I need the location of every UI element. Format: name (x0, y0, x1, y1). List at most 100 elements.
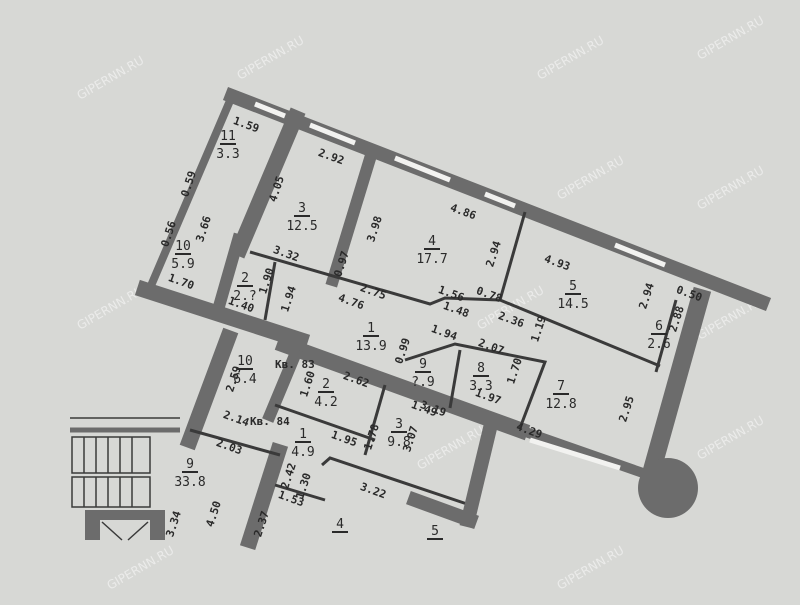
room-area: 12.5 (286, 219, 317, 234)
watermark-text: GIPERNN.RU (105, 543, 177, 593)
wall-8-9 (404, 342, 548, 429)
dimension-label: 4.86 (449, 201, 479, 222)
wall-2-3 (363, 384, 387, 456)
walls (70, 86, 772, 551)
staircase (70, 417, 180, 541)
outer-wall-bottom-right (513, 423, 647, 479)
dimension-label: 1.48 (442, 299, 471, 320)
room-label: 712.8 (545, 379, 576, 412)
room-label: 14.9 (291, 427, 314, 460)
room-number: 10 (237, 354, 253, 369)
room-labels: 113.3105.9312.5417.7514.522.?113.962.69?… (171, 129, 671, 540)
room-label: 5 (427, 524, 443, 540)
dimension-label: 3.07 (400, 424, 421, 453)
dimension-label: 0.99 (392, 336, 413, 365)
room-number: 3 (395, 417, 403, 432)
room-number: 3 (298, 201, 306, 216)
room-label: 83.3 (469, 361, 492, 394)
room-area: 17.7 (416, 252, 447, 267)
wall-3-bottom (406, 491, 479, 529)
dimension-label: 2.03 (215, 436, 244, 457)
wall-2 (263, 261, 277, 321)
watermark-text: GIPERNN.RU (535, 33, 607, 83)
dimension-label: 0.97 (331, 249, 352, 278)
dimension-label: 2.07 (477, 336, 506, 357)
room-number: 6 (655, 319, 663, 334)
room-area: 9.8 (387, 435, 410, 450)
window (529, 437, 621, 471)
outer-wall-left (144, 90, 238, 294)
room-area: 3.3 (469, 379, 492, 394)
watermark-text: GIPERNN.RU (695, 413, 767, 463)
room-area: 12.8 (545, 397, 576, 412)
room-label: 106.4 (233, 354, 257, 387)
apartment-label: Кв. 84 (250, 415, 290, 428)
watermark-text: GIPERNN.RU (75, 283, 147, 333)
room-area: 4.9 (291, 445, 314, 460)
room-label: 24.2 (314, 377, 337, 410)
room-area: 2.? (233, 289, 256, 304)
room-area: 33.8 (174, 475, 205, 490)
dimension-label: 1.19 (528, 314, 549, 343)
dimension-label: 1.70 (504, 356, 525, 385)
dimension-label: 1.70 (167, 271, 196, 292)
room-number: 2 (241, 271, 249, 286)
room-area: 13.9 (355, 339, 386, 354)
dimension-label: 3.34 (163, 509, 184, 539)
dimension-label: 1.97 (474, 386, 503, 407)
round-bay (638, 458, 698, 518)
room-label: 417.7 (416, 234, 447, 267)
dimension-label: 3.22 (359, 480, 388, 501)
room-label: 514.5 (557, 279, 588, 312)
apartment-label: Кв. 83 (275, 358, 315, 371)
room-number: 4 (428, 234, 436, 249)
wall-9-4 (239, 441, 289, 551)
wall-6 (654, 299, 678, 373)
room-number: 5 (431, 524, 439, 539)
room-number: 9 (419, 357, 427, 372)
dimension-label: 2.94 (483, 239, 504, 269)
room-label: 9?.9 (411, 357, 434, 390)
room-area: ?.9 (411, 375, 434, 390)
room-area: 6.4 (233, 372, 257, 387)
room-number: 8 (477, 361, 485, 376)
room-number: 11 (220, 129, 236, 144)
wall-lower-left (179, 327, 239, 451)
corridor-partition (249, 250, 661, 368)
dimension-label: 0.50 (675, 283, 704, 304)
dimension-label: 4.93 (543, 252, 572, 273)
room-label: 22.? (233, 271, 256, 304)
room-label: 312.5 (286, 201, 317, 234)
window (614, 242, 666, 268)
wall-10-2 (210, 232, 246, 318)
room-area: 3.3 (216, 147, 239, 162)
wall-between-apartments (274, 334, 531, 441)
room-number: 2 (322, 377, 330, 392)
room-number: 1 (367, 321, 375, 336)
wall-3-4 (325, 144, 380, 288)
wall-4-5 (498, 211, 527, 301)
dimension-label: 2.94 (636, 281, 657, 311)
wall-3-11 (229, 107, 306, 259)
room-label: 933.8 (174, 457, 205, 490)
wall-1-small (274, 483, 326, 502)
dimension-label: 4.50 (203, 499, 224, 528)
room-area: 4.2 (314, 395, 337, 410)
room-area: 2.6 (647, 337, 670, 352)
room-label: 62.6 (647, 319, 670, 352)
dimension-label: 3.98 (364, 214, 385, 243)
dimension-label: 2.14 (222, 408, 252, 429)
room-area: 14.5 (557, 297, 588, 312)
room-label: 113.9 (355, 321, 386, 354)
wall-3-right (459, 411, 501, 529)
room-label: 39.8 (387, 417, 410, 450)
room-number: 5 (569, 279, 577, 294)
dimension-label: 1.94 (278, 284, 299, 314)
wall-2-1 (274, 403, 376, 442)
window (484, 191, 516, 209)
room-area: 5.9 (171, 257, 194, 272)
wall-1-4 (321, 456, 471, 507)
dimension-label: 2.95 (616, 394, 637, 423)
